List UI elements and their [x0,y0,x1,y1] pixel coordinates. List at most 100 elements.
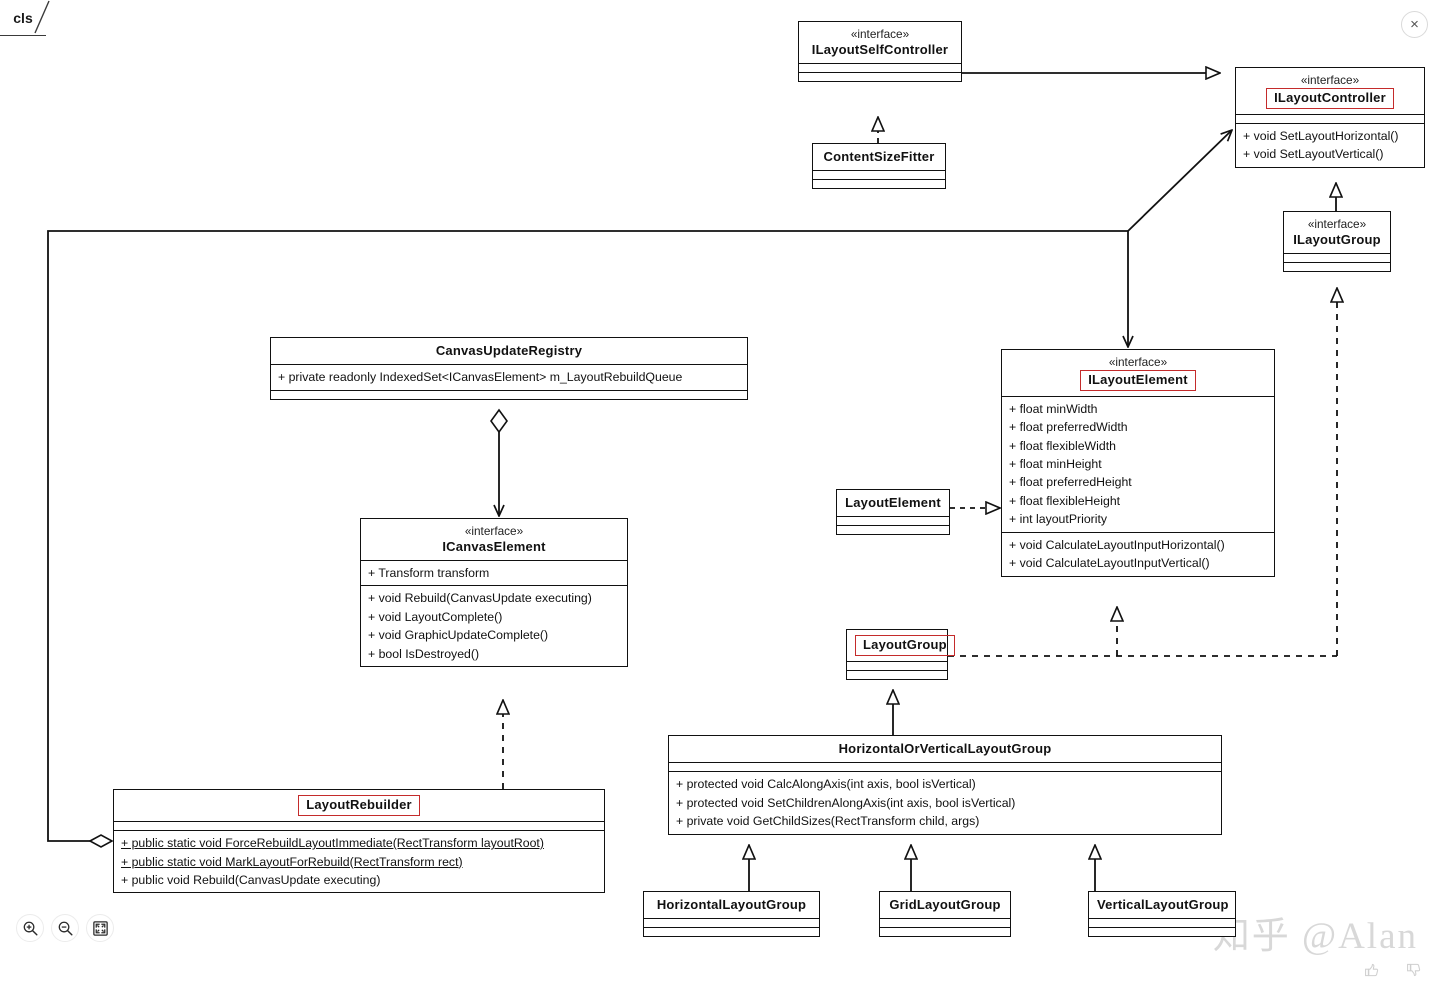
uml-stereotype: «interface» [1300,73,1360,87]
uml-method-row: + private void GetChildSizes(RectTransfo… [676,814,980,829]
uml-class-name: ILayoutSelfController [811,41,949,57]
uml-attribute-row: + float flexibleWidth [1009,438,1116,453]
uml-attributes-section [1089,918,1235,927]
thumbs-down-icon[interactable] [1406,962,1422,978]
uml-class-canvasupdateregistry[interactable]: CanvasUpdateRegistry + private readonly … [270,337,748,400]
uml-class-name: HorizontalOrVerticalLayoutGroup [838,741,1052,756]
uml-class-header: HorizontalOrVerticalLayoutGroup [669,736,1221,762]
uml-attribute-row: + Transform transform [368,566,490,580]
zoom-in-button[interactable] [16,914,44,942]
uml-attributes-section [880,918,1010,927]
uml-methods-section [837,525,949,534]
uml-attributes-section [644,918,819,927]
uml-method-row: + void CalculateLayoutInputVertical() [1009,556,1210,571]
uml-attribute-row: + float preferredHeight [1009,475,1132,490]
uml-method-row: + void SetLayoutHorizontal() [1243,128,1399,143]
uml-class-name: ILayoutGroup [1293,231,1381,247]
uml-methods-section [813,179,945,188]
uml-class-ilayoutelement[interactable]: «interface» ILayoutElement + float minWi… [1001,349,1275,577]
uml-method-row: + void Rebuild(CanvasUpdate executing) [368,591,592,606]
fit-to-screen-icon [92,920,108,936]
zoom-in-icon [23,921,38,936]
uml-class-header: «interface» ILayoutSelfController [799,22,961,63]
uml-attributes-section: + float minWidth + float preferredWidth … [1002,395,1274,532]
uml-attribute-row: + private readonly IndexedSet<ICanvasEle… [278,370,683,385]
uml-attributes-section [837,516,949,525]
fit-to-screen-button[interactable] [86,914,114,942]
zoom-out-icon [58,921,73,936]
uml-method-row: + bool IsDestroyed() [368,646,480,661]
edge-layoutrebuilder-associations [47,130,1232,848]
uml-class-icanvaselement[interactable]: «interface» ICanvasElement + Transform t… [360,518,628,668]
thumbs-up-icon[interactable] [1364,962,1380,978]
uml-methods-section [644,927,819,936]
uml-class-verticallayoutgroup[interactable]: VerticalLayoutGroup [1088,891,1236,938]
uml-method-row: + public static void ForceRebuildLayoutI… [121,836,544,851]
close-icon[interactable]: × [1401,11,1428,38]
edge-layoutgroup-to-ilayoutelement [948,607,1337,657]
uml-method-row: + void CalculateLayoutInputHorizontal() [1009,537,1225,552]
uml-attribute-row: + float minWidth [1009,401,1098,416]
uml-methods-section [847,670,947,679]
uml-class-ilayoutgroup[interactable]: «interface» ILayoutGroup [1283,211,1391,272]
uml-class-horizontallayoutgroup[interactable]: HorizontalLayoutGroup [643,891,820,938]
uml-attributes-section: + Transform transform [361,560,627,585]
uml-class-layoutgroup[interactable]: LayoutGroup [846,629,955,681]
uml-class-header: CanvasUpdateRegistry [271,338,747,364]
tab-cls-label: cls [13,9,33,26]
uml-class-name: VerticalLayoutGroup [1097,897,1229,912]
uml-class-name: LayoutElement [845,495,941,510]
uml-attributes-section [114,821,604,830]
uml-class-layoutrebuilder[interactable]: LayoutRebuilder + public static void For… [113,789,605,894]
watermark-text: 知乎 @Alan [1212,916,1418,957]
uml-class-ilayoutcontroller[interactable]: «interface» ILayoutController + void Set… [1235,67,1425,168]
uml-class-horizontalorverticallayoutgroup[interactable]: HorizontalOrVerticalLayoutGroup + protec… [668,735,1222,835]
uml-class-ilayoutselfcontroller[interactable]: «interface» ILayoutSelfController [798,21,962,82]
uml-class-header: VerticalLayoutGroup [1089,892,1235,918]
uml-methods-section: + void Rebuild(CanvasUpdate executing) +… [361,585,627,666]
uml-method-row: + protected void CalcAlongAxis(int axis,… [676,777,976,792]
uml-class-contentsizefitter[interactable]: ContentSizeFitter [812,143,946,190]
uml-class-header: ContentSizeFitter [813,144,945,170]
zoom-toolbar [16,914,114,942]
uml-class-name: GridLayoutGroup [889,897,1001,912]
uml-methods-section [1284,262,1390,271]
uml-methods-section [271,389,747,399]
uml-class-header: GridLayoutGroup [880,892,1010,918]
uml-method-row: + public static void MarkLayoutForRebuil… [121,854,463,869]
uml-stereotype: «interface» [850,27,910,41]
tab-corner-decoration [34,0,50,34]
uml-methods-section: + protected void CalcAlongAxis(int axis,… [669,771,1221,833]
uml-attribute-row: + float minHeight [1009,457,1102,472]
uml-class-name: LayoutGroup [855,635,955,657]
close-glyph: × [1410,16,1419,33]
uml-attributes-section: + private readonly IndexedSet<ICanvasEle… [271,364,747,389]
uml-methods-section [1089,927,1235,936]
edge-canvasupdateregistry-to-icanvaselement [490,408,508,516]
uml-class-name: LayoutRebuilder [298,795,420,817]
uml-class-name: ContentSizeFitter [823,149,935,164]
reaction-bar [1364,962,1422,978]
uml-method-row: + void LayoutComplete() [368,609,503,624]
uml-method-row: + void GraphicUpdateComplete() [368,628,549,643]
uml-class-name: ILayoutController [1266,87,1394,109]
uml-class-gridlayoutgroup[interactable]: GridLayoutGroup [879,891,1011,938]
uml-class-layoutelement[interactable]: LayoutElement [836,489,950,536]
uml-methods-section: + void CalculateLayoutInputHorizontal() … [1002,531,1274,576]
uml-class-header: «interface» ICanvasElement [361,519,627,560]
uml-class-header: «interface» ILayoutController [1236,68,1424,114]
zoom-out-button[interactable] [51,914,79,942]
uml-methods-section: + void SetLayoutHorizontal() + void SetL… [1236,122,1424,167]
uml-class-header: LayoutGroup [847,630,955,661]
uml-class-header: «interface» ILayoutElement [1002,350,1274,396]
uml-attributes-section [799,63,961,72]
uml-method-row: + void SetLayoutVertical() [1243,147,1384,162]
uml-attributes-section [1236,113,1424,123]
uml-methods-section [799,72,961,81]
uml-attribute-row: + float flexibleHeight [1009,493,1121,508]
uml-stereotype: «interface» [1108,355,1168,369]
tab-cls[interactable]: cls [0,0,46,36]
